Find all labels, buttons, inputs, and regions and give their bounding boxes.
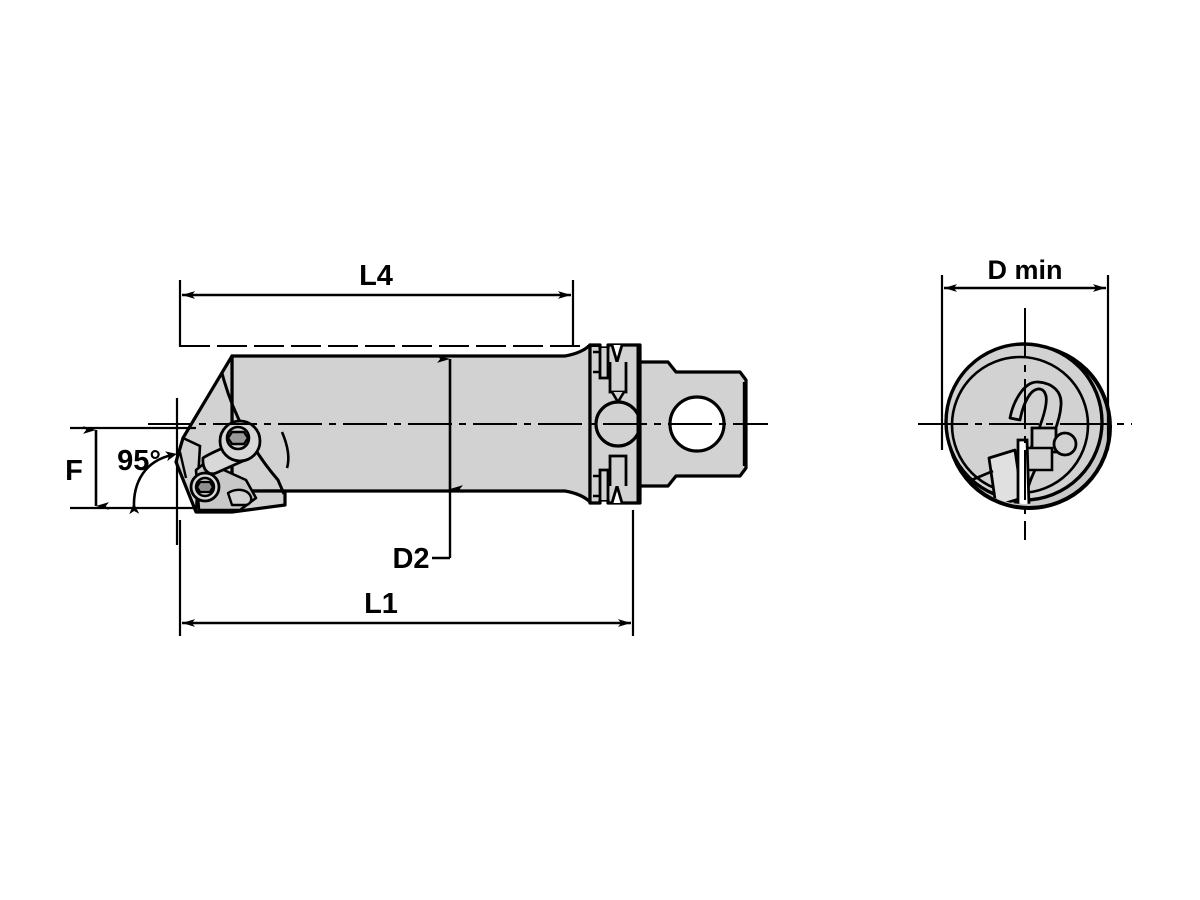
d2-label: D2 xyxy=(392,543,429,575)
coupling-rib-lower-left xyxy=(593,474,600,498)
coupling-rib-upper-left xyxy=(593,350,600,374)
dimension-angle: 95° xyxy=(117,398,188,545)
side-view-group: L4 D2 L1 F xyxy=(65,260,768,636)
l4-label: L4 xyxy=(359,260,393,292)
coupling-locking-slot-lower xyxy=(608,454,628,486)
end-view-clamp-screw xyxy=(1052,431,1078,457)
end-view-group: D min xyxy=(918,255,1132,540)
head-flank-curve xyxy=(280,431,290,469)
end-view-insert-lower xyxy=(1025,446,1054,472)
angle-label: 95° xyxy=(117,445,161,477)
coupling-groove-upper xyxy=(598,348,610,380)
dimension-dmin: D min xyxy=(940,255,1110,450)
dmin-label: D min xyxy=(987,255,1062,285)
angle-lead-tick xyxy=(178,451,188,479)
insert-edge-detail xyxy=(226,488,253,507)
dimension-l4: L4 xyxy=(178,260,575,347)
end-view-cutting-edge xyxy=(1016,438,1031,504)
l1-label: L1 xyxy=(364,588,398,620)
end-view-insert-detail xyxy=(954,380,1078,504)
clamp-screw-hex-upper xyxy=(226,430,250,446)
f-label: F xyxy=(65,455,83,487)
coupling-locking-slot-upper xyxy=(608,362,628,394)
angle-arc xyxy=(129,451,177,515)
coupling-groove-lower xyxy=(598,468,610,500)
dimension-l1: L1 xyxy=(178,510,635,636)
clamp-screw-hex-lower xyxy=(195,480,215,494)
dimension-d2: D2 xyxy=(392,355,463,575)
